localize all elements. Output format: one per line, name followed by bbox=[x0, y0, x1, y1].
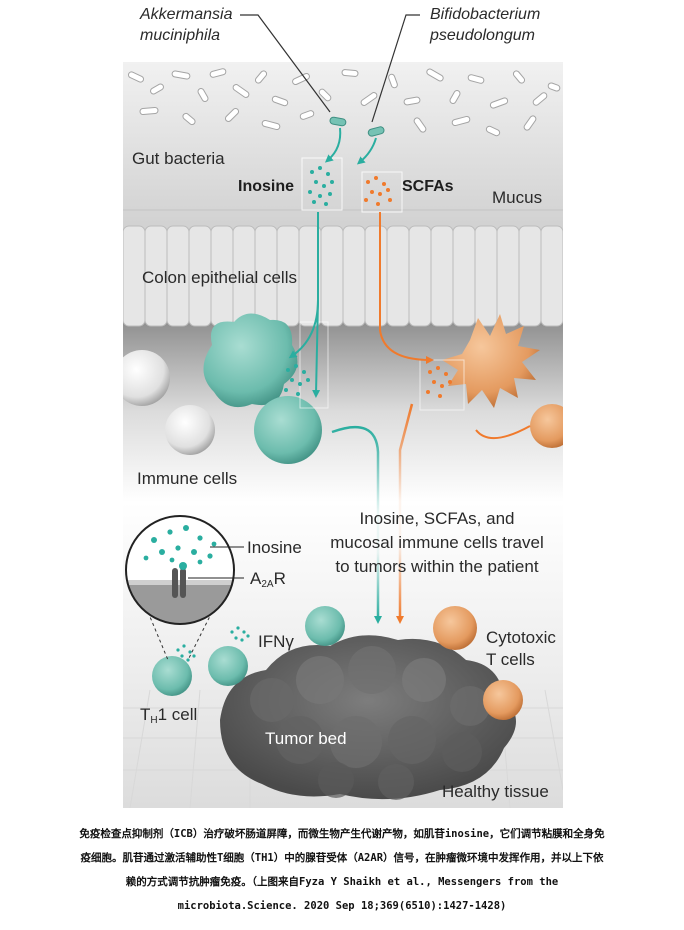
illustration bbox=[123, 14, 563, 808]
label-colon-epithelial: Colon epithelial cells bbox=[142, 268, 297, 287]
th1-cell bbox=[152, 656, 192, 696]
label-th1-cell: TH1 cell bbox=[140, 705, 198, 726]
tumor-bed bbox=[220, 635, 516, 800]
akkermansia-leader bbox=[240, 14, 331, 113]
gut-bacteria bbox=[127, 68, 561, 137]
akkermansia-bacterium bbox=[329, 116, 347, 127]
teal-arrow-from-bacterium bbox=[324, 127, 342, 163]
figure: Akkermansia muciniphila Bifidobacterium … bbox=[123, 6, 563, 808]
dendritic-cell-orange bbox=[442, 314, 540, 408]
cytotoxic-t-cell-2 bbox=[483, 680, 523, 720]
label-ifn: IFNγ bbox=[258, 632, 294, 651]
teal-pathway-to-cell bbox=[312, 299, 321, 398]
teal-t-cell-2 bbox=[208, 646, 248, 686]
immune-cell-white bbox=[165, 405, 215, 455]
immune-cell-orange bbox=[530, 404, 563, 448]
teal-travel-arrow bbox=[331, 425, 382, 624]
teal-arrow-from-bacterium-2 bbox=[356, 137, 377, 165]
label-bifidobacterium: Bifidobacterium pseudolongum bbox=[430, 6, 541, 44]
epithelial-layer bbox=[123, 225, 563, 327]
label-gut-bacteria: Gut bacteria bbox=[132, 149, 225, 168]
ifn-dots bbox=[176, 626, 250, 662]
bifidobacterium-bacterium bbox=[367, 126, 385, 137]
orange-pathway-down bbox=[379, 212, 434, 364]
cytotoxic-t-cell-1 bbox=[433, 606, 477, 650]
caption-line-4: microbiota.Science. 2020 Sep 18;369(6510… bbox=[177, 900, 507, 912]
immune-cell-grey bbox=[123, 350, 170, 406]
inset-receptor bbox=[125, 515, 244, 625]
label-healthy-tissue: Healthy tissue bbox=[442, 782, 549, 801]
scfa-dots bbox=[364, 176, 452, 398]
label-scfas: SCFAs bbox=[402, 178, 454, 195]
orange-return-arrow bbox=[475, 425, 531, 439]
label-a2ar: A2AR bbox=[250, 569, 286, 590]
label-inset-inosine: Inosine bbox=[247, 538, 302, 557]
orange-travel-arrow bbox=[396, 403, 414, 624]
label-immune-cells: Immune cells bbox=[137, 469, 238, 488]
label-tumor-bed: Tumor bed bbox=[265, 729, 347, 748]
caption: 免疫检查点抑制剂（ICB）治疗破坏肠道屏障，而微生物产生代谢产物，如肌苷inos… bbox=[0, 822, 684, 918]
teal-t-cell-1 bbox=[305, 606, 345, 646]
inosine-dots bbox=[284, 166, 334, 396]
label-inosine: Inosine bbox=[238, 178, 295, 195]
label-mucus: Mucus bbox=[492, 188, 543, 207]
caption-line-1: 免疫检查点抑制剂（ICB）治疗破坏肠道屏障，而微生物产生代谢产物，如肌苷inos… bbox=[79, 828, 605, 840]
label-akkermansia: Akkermansia muciniphila bbox=[140, 6, 233, 44]
dendritic-cell-teal bbox=[203, 313, 298, 408]
immune-cell-teal bbox=[254, 396, 322, 464]
bifido-leader bbox=[371, 14, 420, 123]
caption-line-2: 疫细胞。肌苷通过激活辅助性T细胞（TH1）中的腺苷受体（A2AR）信号，在肿瘤微… bbox=[80, 852, 604, 864]
caption-line-3: 赖的方式调节抗肿瘤免疫。（上图来自Fyza Y Shaikh et al., M… bbox=[125, 876, 559, 888]
illustration-panel bbox=[123, 62, 563, 808]
label-travel: Inosine, SCFAs, and mucosal immune cells… bbox=[330, 509, 544, 576]
label-cytotoxic: Cytotoxic T cells bbox=[486, 628, 556, 669]
